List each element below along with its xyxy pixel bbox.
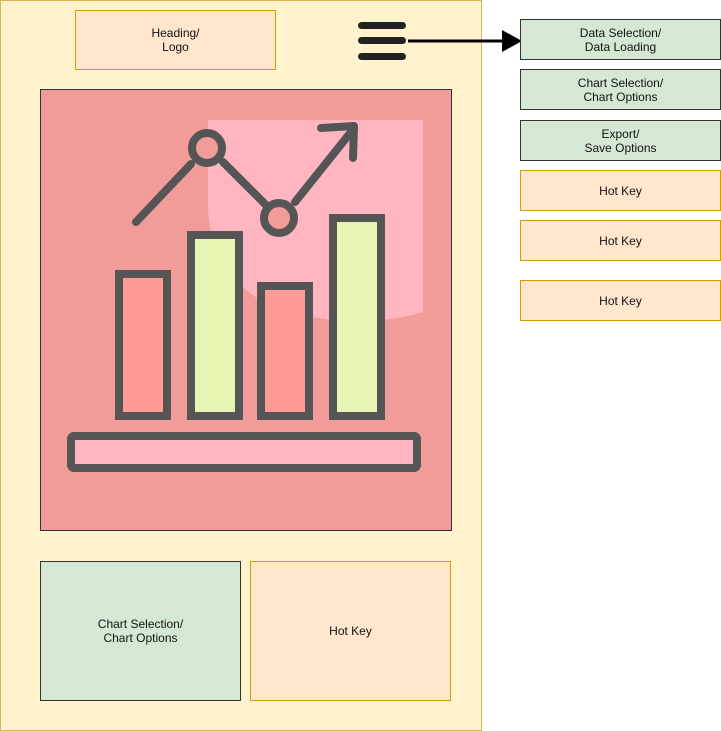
chart-display-area — [40, 89, 452, 531]
menu-item-label: Hot Key — [599, 293, 642, 308]
menu-item-chart-selection[interactable]: Chart Selection/ Chart Options — [520, 69, 721, 110]
menu-item-hot-key-3[interactable]: Hot Key — [520, 280, 721, 321]
menu-item-hot-key-2[interactable]: Hot Key — [520, 220, 721, 261]
chart-icon-bars — [115, 214, 385, 420]
chart-icon-trend-line — [132, 122, 358, 237]
heading-logo-label: Heading/ Logo — [151, 26, 200, 54]
heading-logo: Heading/ Logo — [75, 10, 276, 70]
menu-item-export[interactable]: Export/ Save Options — [520, 120, 721, 161]
hot-key-panel-label: Hot Key — [329, 624, 372, 638]
analytics-chart-icon — [67, 120, 423, 472]
menu-item-label: Hot Key — [599, 183, 642, 198]
chart-icon-base — [67, 432, 421, 472]
chart-selection-panel[interactable]: Chart Selection/ Chart Options — [40, 561, 241, 701]
menu-item-hot-key-1[interactable]: Hot Key — [520, 170, 721, 211]
menu-item-label: Data Selection/ Data Loading — [579, 25, 662, 54]
menu-item-data-selection[interactable]: Data Selection/ Data Loading — [520, 19, 721, 60]
menu-item-label: Export/ Save Options — [584, 126, 657, 155]
hamburger-menu-icon[interactable] — [356, 18, 408, 64]
menu-arrow-connector — [408, 30, 522, 52]
chart-selection-panel-label: Chart Selection/ Chart Options — [97, 617, 184, 645]
menu-item-label: Hot Key — [599, 233, 642, 248]
menu-item-label: Chart Selection/ Chart Options — [577, 75, 664, 104]
hot-key-panel[interactable]: Hot Key — [250, 561, 451, 701]
